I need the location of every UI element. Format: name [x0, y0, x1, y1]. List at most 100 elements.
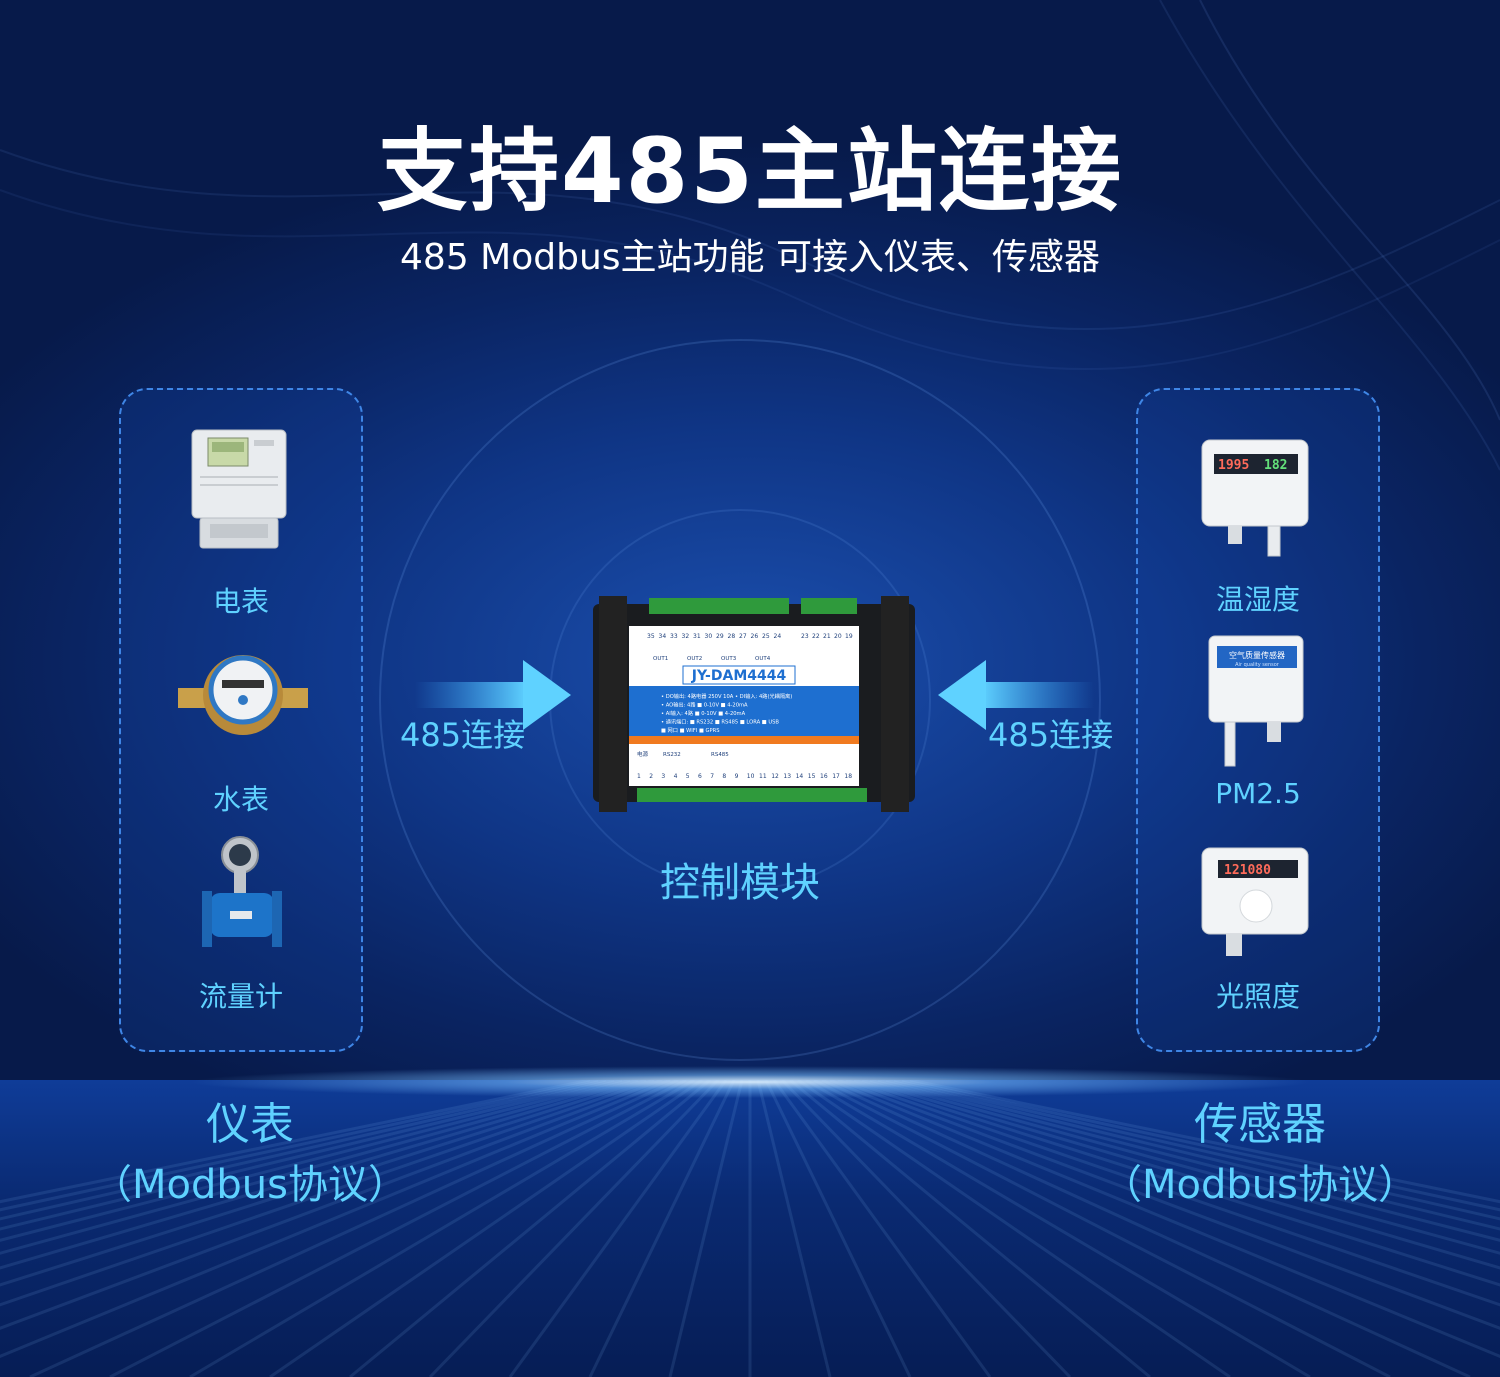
spec-line: ■ 网口 ■ WIFI ■ GPRS — [661, 727, 720, 734]
floor-ray — [109, 1080, 687, 1377]
top-terminal-number: 26 — [751, 633, 759, 640]
bottom-terminal-number: 12 — [771, 773, 779, 780]
page-subtitle: 485 Modbus主站功能 可接入仪表、传感器 — [400, 237, 1100, 278]
bottom-terminal-number: 2 — [649, 773, 653, 780]
device-label-electric-meter: 电表 — [212, 585, 269, 618]
floor-ray — [756, 1080, 832, 1377]
top-terminal-number: 29 — [716, 633, 724, 640]
floor-ray — [845, 1080, 1500, 1307]
floor-ray — [269, 1080, 703, 1377]
horizon-glow — [0, 1062, 1500, 1102]
right-arrow-icon — [938, 660, 1094, 730]
floor-ray — [0, 1080, 591, 1204]
floor-ray — [508, 1080, 728, 1377]
spec-line: • 通讯端口: ■ RS232 ■ RS485 ■ LORA ■ USB — [661, 718, 779, 726]
top-terminal-number: 24 — [774, 633, 782, 640]
spec-line: • DO输出: 4路电器 250V 10A • DI输入: 4路(光耦隔离) — [661, 692, 792, 700]
sensors-group-title: 传感器 — [1194, 1099, 1326, 1150]
top-terminal-number: 32 — [682, 633, 690, 640]
top-right-terminal-number: 19 — [845, 633, 853, 640]
bottom-terminal-number: 4 — [674, 773, 678, 780]
top-right-terminal-number: 22 — [812, 633, 820, 640]
floor-ray — [0, 1080, 615, 1231]
top-terminal-number: 33 — [670, 633, 678, 640]
bottom-terminal-number: 14 — [796, 773, 804, 780]
floor-ray — [909, 1080, 1500, 1204]
instruments-group-subtitle: （Modbus协议） — [92, 1162, 408, 1208]
out-label: OUT3 — [721, 656, 737, 662]
floor-ray — [29, 1080, 679, 1377]
bottom-group-label: RS232 — [663, 752, 681, 758]
floor-ray — [837, 1080, 1500, 1330]
floor-ray — [0, 1080, 663, 1330]
floor-ray — [588, 1080, 736, 1377]
floor-ray — [428, 1080, 720, 1377]
floor-ray — [189, 1080, 695, 1377]
floor-ray — [349, 1080, 711, 1377]
floor-ray — [0, 1080, 607, 1221]
bottom-terminal-number: 11 — [759, 773, 767, 780]
top-terminal-number: 30 — [705, 633, 713, 640]
bottom-group-label: RS485 — [711, 752, 729, 758]
control-module-label: 控制模块 — [660, 860, 820, 906]
floor-ray — [780, 1080, 1072, 1377]
floor-ray — [797, 1080, 1231, 1377]
floor-ray — [813, 1080, 1391, 1377]
module-model-text: JY-DAM4444 — [691, 668, 787, 684]
floor-ray — [0, 1080, 631, 1255]
out-label: OUT1 — [653, 656, 668, 662]
bottom-terminal-number: 9 — [735, 773, 739, 780]
bottom-terminal-number: 1 — [637, 773, 641, 780]
flowmeter-icon — [202, 836, 282, 947]
floor-ray — [829, 1080, 1500, 1358]
out-label: OUT2 — [687, 656, 702, 662]
out-label: OUT4 — [755, 656, 771, 662]
floor-rays — [0, 1080, 1500, 1377]
top-terminal-number: 34 — [659, 633, 667, 640]
spec-line: • AI输入: 4路 ■ 0-10V ■ 4-20mA — [661, 709, 746, 717]
module-spec-lines: • DO输出: 4路电器 250V 10A • DI输入: 4路(光耦隔离) • … — [661, 692, 792, 734]
temp-humidity-sensor-icon: 1995 182 — [1201, 439, 1309, 557]
top-terminal-number: 28 — [728, 633, 736, 640]
bottom-terminal-number: 5 — [686, 773, 690, 780]
top-terminal-number: 35 — [647, 633, 655, 640]
floor-ray — [869, 1080, 1500, 1255]
device-label-light: 光照度 — [1215, 980, 1300, 1013]
electric-meter-icon — [191, 429, 287, 549]
bottom-terminal-number: 16 — [820, 773, 828, 780]
temp-display-text: 1995 — [1218, 458, 1249, 473]
right-connection-label: 485连接 — [988, 716, 1114, 754]
bottom-terminal-number: 7 — [710, 773, 714, 780]
floor-ray — [0, 1080, 599, 1212]
top-terminal-number: 27 — [739, 633, 747, 640]
floor-ray — [901, 1080, 1500, 1212]
floor-ray — [877, 1080, 1500, 1242]
device-label-temp-humidity: 温湿度 — [1215, 583, 1300, 616]
floor-gradient — [0, 1080, 1500, 1377]
device-label-pm25: PM2.5 — [1215, 777, 1301, 810]
bottom-terminal-number: 8 — [722, 773, 726, 780]
bottom-terminal-number: 3 — [661, 773, 665, 780]
bottom-terminal-number: 6 — [698, 773, 702, 780]
bottom-group-label: 电源 — [637, 750, 649, 758]
bottom-terminal-number: 10 — [747, 773, 755, 780]
floor-ray — [861, 1080, 1500, 1270]
floor-ray — [789, 1080, 1151, 1377]
air-quality-sensor-icon: 空气质量传感器 Air quality sensor — [1208, 635, 1304, 767]
humidity-display-text: 182 — [1264, 458, 1287, 473]
floor-ray — [853, 1080, 1500, 1287]
left-connection-label: 485连接 — [400, 716, 526, 754]
floor-ray — [0, 1080, 647, 1287]
floor-ray — [764, 1080, 912, 1377]
floor-ray — [0, 1080, 639, 1270]
floor-ray — [772, 1080, 992, 1377]
top-right-terminal-number: 20 — [834, 633, 842, 640]
sensors-group-subtitle: （Modbus协议） — [1102, 1162, 1418, 1208]
top-right-terminal-number: 21 — [823, 633, 831, 640]
air-sensor-title: 空气质量传感器 — [1229, 650, 1285, 660]
floor-ray — [805, 1080, 1311, 1377]
device-label-water-meter: 水表 — [212, 783, 269, 816]
top-right-terminal-number: 23 — [801, 633, 809, 640]
